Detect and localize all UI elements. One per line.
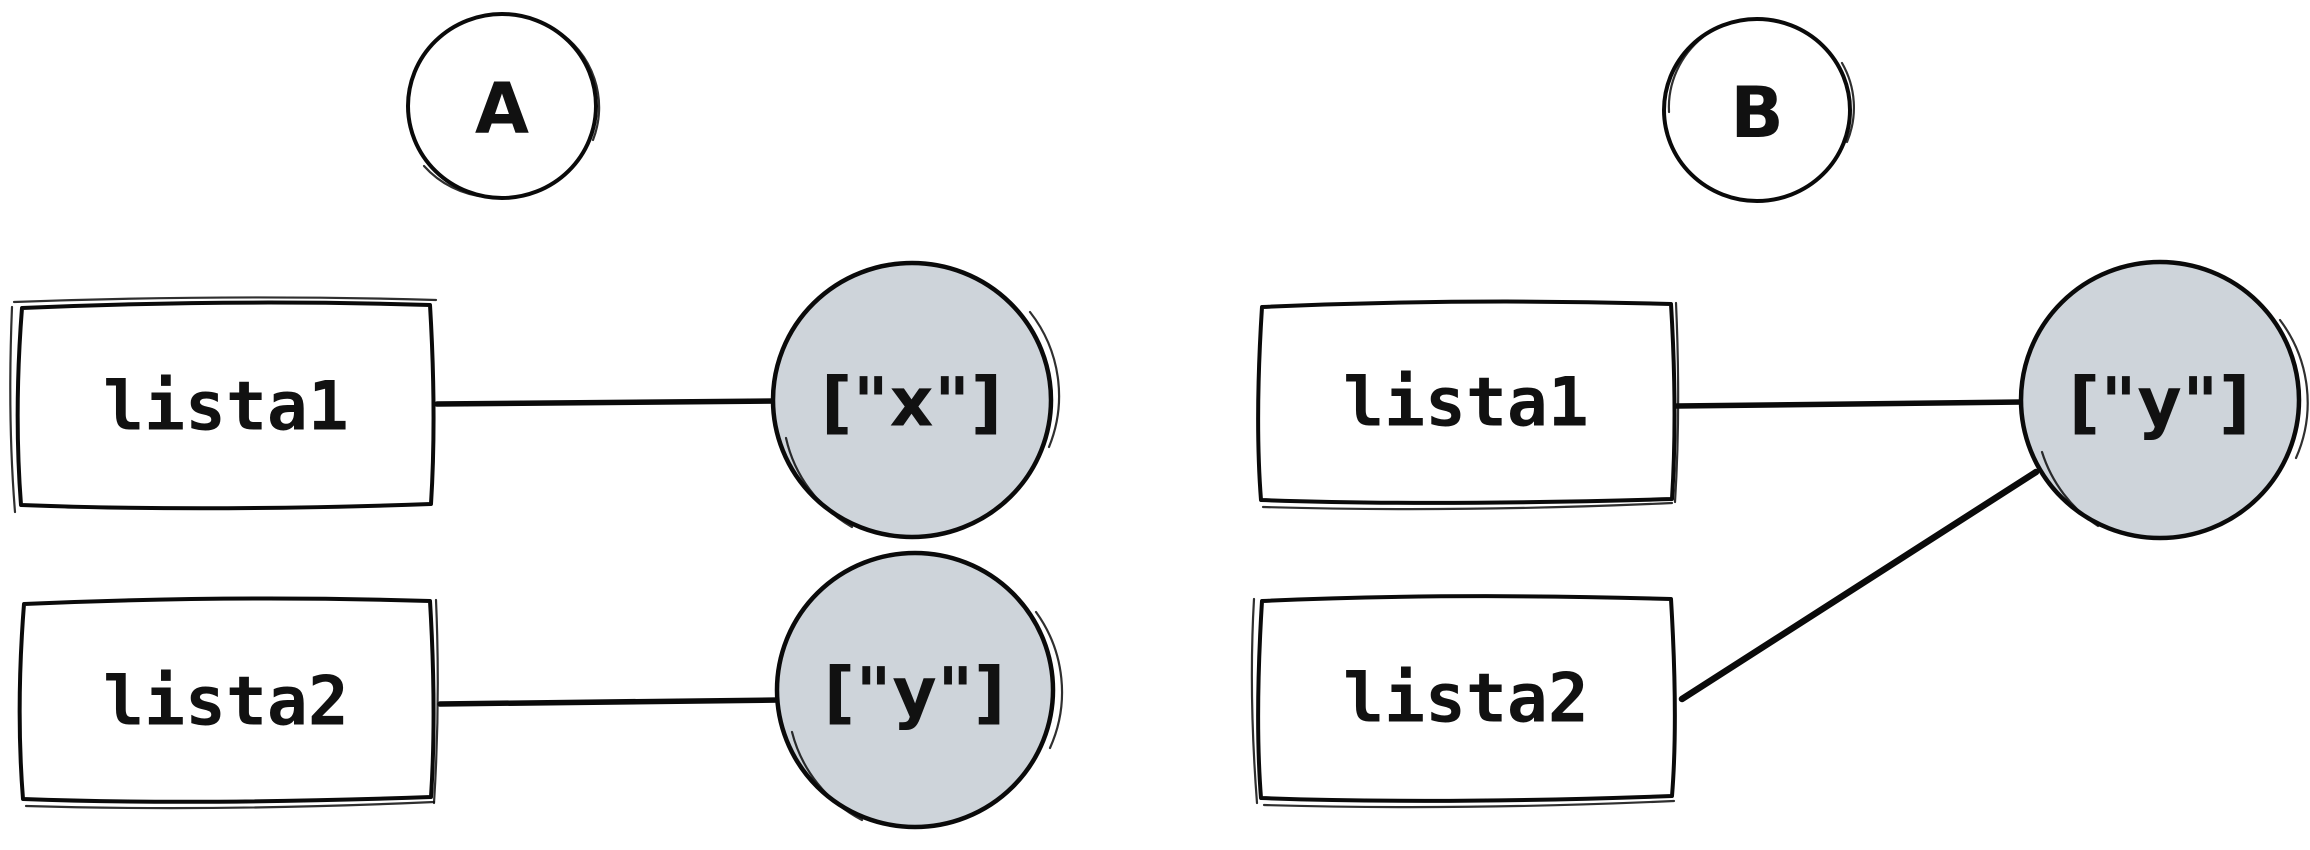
panel-a-edge-lista2-y (437, 697, 782, 707)
panel-a-node-y-circle (774, 550, 1056, 830)
panel-a-badge-overdraw (554, 28, 601, 142)
panel-a-node-x-overdraw-2 (784, 436, 854, 529)
panel-b-box-lista2: lista2 (1250, 594, 1677, 809)
panel-a-node-x-label: ["x"] (821, 364, 1003, 443)
panel-a-node-y-overdraw-2 (790, 730, 864, 822)
panel-a-node-x-overdraw (1028, 310, 1061, 449)
panel-a-badge-circle (406, 12, 598, 200)
panel-b-box-lista1: lista1 (1256, 299, 1680, 511)
panel-a-box-lista1-overdraw-left (9, 305, 17, 514)
panel-a-node-y-overdraw (1034, 610, 1064, 750)
panel-b-edge-lista2-y (1678, 468, 2040, 703)
panel-a-label: A (475, 68, 529, 150)
panel-b-box-lista1-label: lista1 (1343, 364, 1589, 443)
panel-a-badge-overdraw-2 (422, 164, 488, 199)
panel-b-badge: B (1662, 17, 1855, 203)
panel-b-box-lista2-label: lista2 (1343, 660, 1589, 739)
panel-b-node-y-overdraw-2 (2040, 450, 2100, 528)
panel-a-box-lista1-label: lista1 (103, 368, 349, 447)
panel-b-box-lista1-rect (1256, 299, 1677, 505)
panel-b-node-y: ["y"] (2018, 259, 2309, 541)
panel-a-node-y-label: ["y"] (824, 654, 1006, 733)
panel-b-label: B (1730, 72, 1783, 154)
panel-a-box-lista2-label: lista2 (103, 663, 349, 742)
panel-a-node-x-circle (770, 260, 1054, 540)
panel-b-badge-overdraw (1667, 35, 1705, 114)
panel-b-box-lista2-rect (1256, 594, 1677, 803)
panel-b-badge-circle (1662, 17, 1852, 203)
panel-a-edge-lista1-x (434, 398, 779, 407)
panel-a-box-lista1-rect (15, 300, 436, 511)
panel-b-badge-overdraw-2 (1840, 61, 1855, 144)
panel-b-node-y-label: ["y"] (2069, 364, 2251, 443)
panel-b-node-y-circle (2018, 259, 2302, 541)
panel-a-box-lista1-overdraw-top (12, 296, 438, 304)
panel-a-node-y: ["y"] (774, 550, 1064, 830)
panel-b-edge-lista1-y (1674, 399, 2025, 409)
panel-b-box-lista2-overdraw-left (1250, 597, 1259, 805)
panel-b-box-lista1-overdraw-bottom (1261, 501, 1674, 511)
panel-b-node-y-overdraw (2278, 318, 2309, 460)
panel-a-box-lista2-overdraw-bottom (24, 800, 436, 810)
panel-a-badge: A (406, 12, 601, 200)
panel-a-box-lista2: lista2 (17, 596, 439, 810)
panel-a: A lista1 lista2 ["x"] (9, 12, 1064, 830)
panel-a-node-x: ["x"] (770, 260, 1061, 540)
panel-a-box-lista1: lista1 (9, 296, 438, 514)
panel-b-box-lista2-overdraw-bottom (1262, 799, 1676, 809)
panel-b: B lista1 lista2 ["y"] (1250, 17, 2309, 809)
panel-a-box-lista2-rect (17, 596, 436, 804)
